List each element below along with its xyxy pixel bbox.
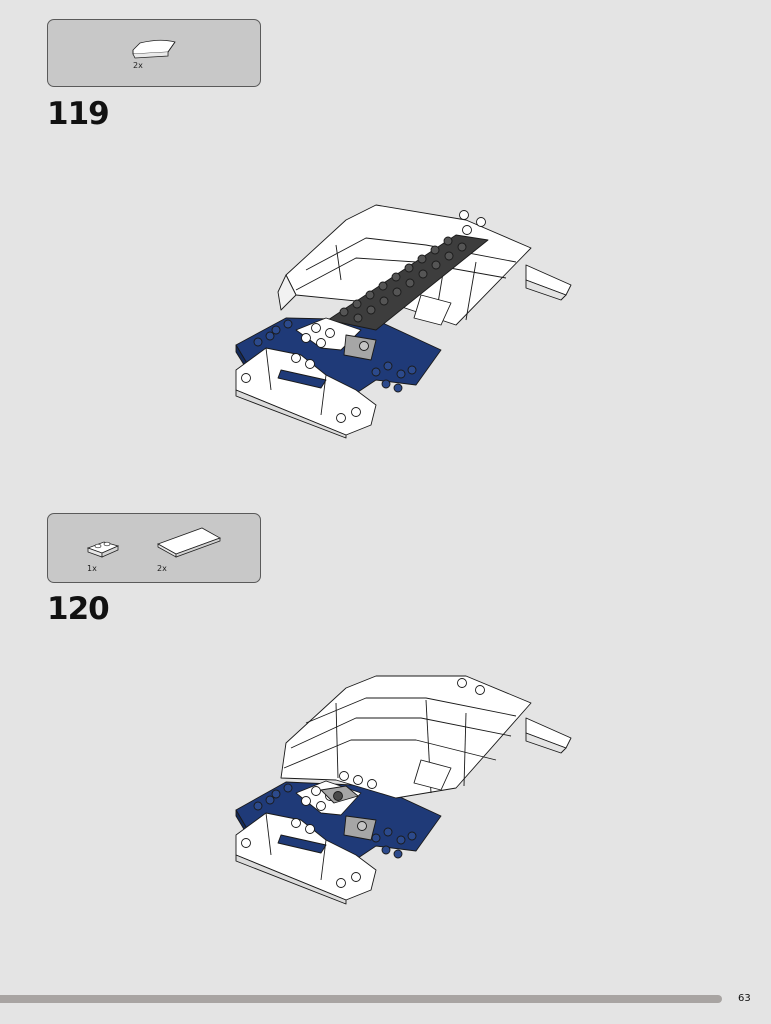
part-qty: 2x: [133, 61, 143, 70]
build-model-step-120: [235, 675, 572, 905]
parts-callout-step-120: 1x 2x: [47, 513, 261, 583]
white-tile-2x4-icon: [157, 527, 221, 558]
part-qty: 2x: [157, 564, 167, 573]
parts-callout-step-119: 2x: [47, 19, 261, 87]
part-qty: 1x: [87, 564, 97, 573]
build-model-step-119: [235, 204, 572, 439]
step-number: 120: [47, 591, 110, 627]
white-plate-1x2-icon: [86, 541, 120, 558]
footer-progress-bar: [0, 995, 722, 1003]
step-number: 119: [47, 96, 110, 132]
page-number: 63: [738, 993, 751, 1004]
white-curved-slope-icon: [132, 39, 176, 59]
